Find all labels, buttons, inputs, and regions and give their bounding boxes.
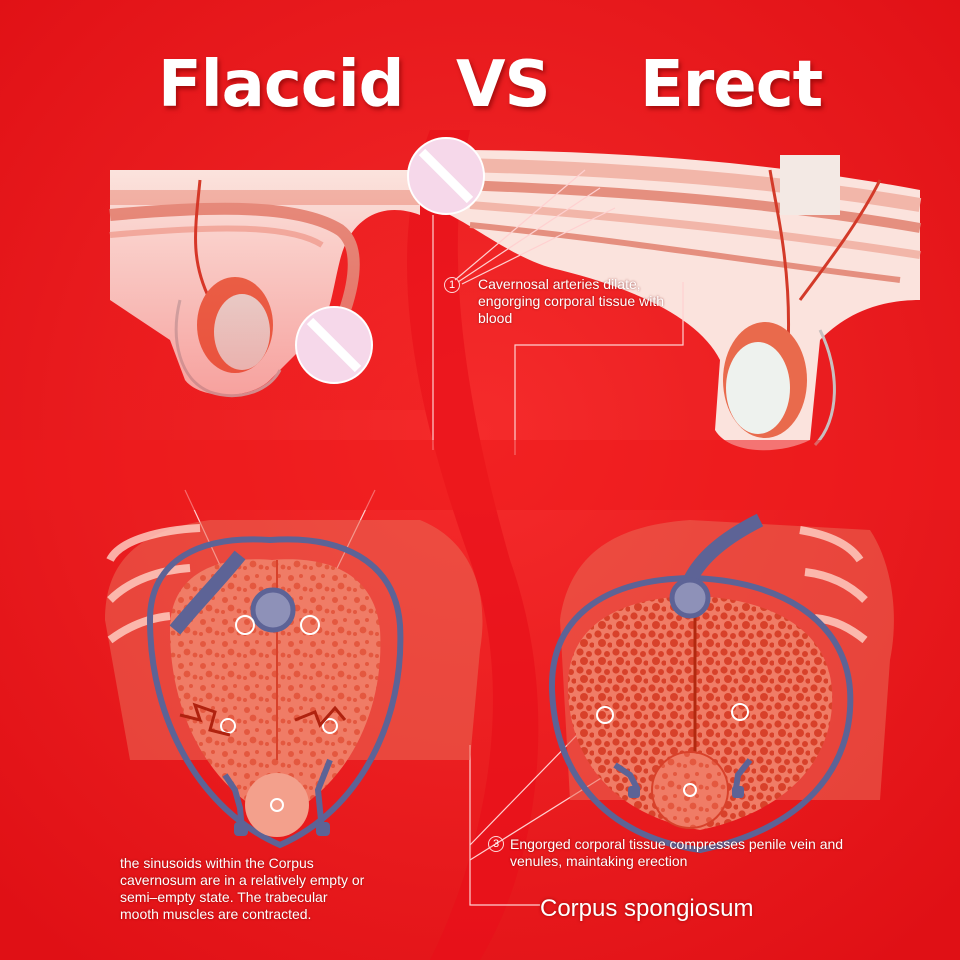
censor-circle: [407, 137, 485, 215]
erect-side-illustration: [450, 150, 922, 451]
flaccid-note: the sinusoids within the Corpus cavernos…: [120, 855, 365, 922]
step-3-note: Engorged corporal tissue compresses peni…: [510, 836, 844, 869]
censor-circle: [295, 306, 373, 384]
flaccid-side-illustration: [109, 170, 430, 410]
background-swoosh: [407, 130, 539, 960]
flaccid-title: Flaccid: [158, 48, 404, 122]
flaccid-cross-section: [105, 520, 483, 849]
vs-title: VS: [456, 48, 551, 122]
step-1-marker: 1: [444, 277, 460, 293]
corpus-spongiosum-label: Corpus spongiosum: [540, 895, 754, 922]
erect-title: Erect: [640, 48, 823, 122]
step-3-marker: 3: [488, 836, 504, 852]
step-1-note: Cavernosal arteries dilate, engorging co…: [478, 276, 664, 326]
erect-cross-section: [548, 513, 894, 854]
soft-divider: [0, 440, 960, 510]
